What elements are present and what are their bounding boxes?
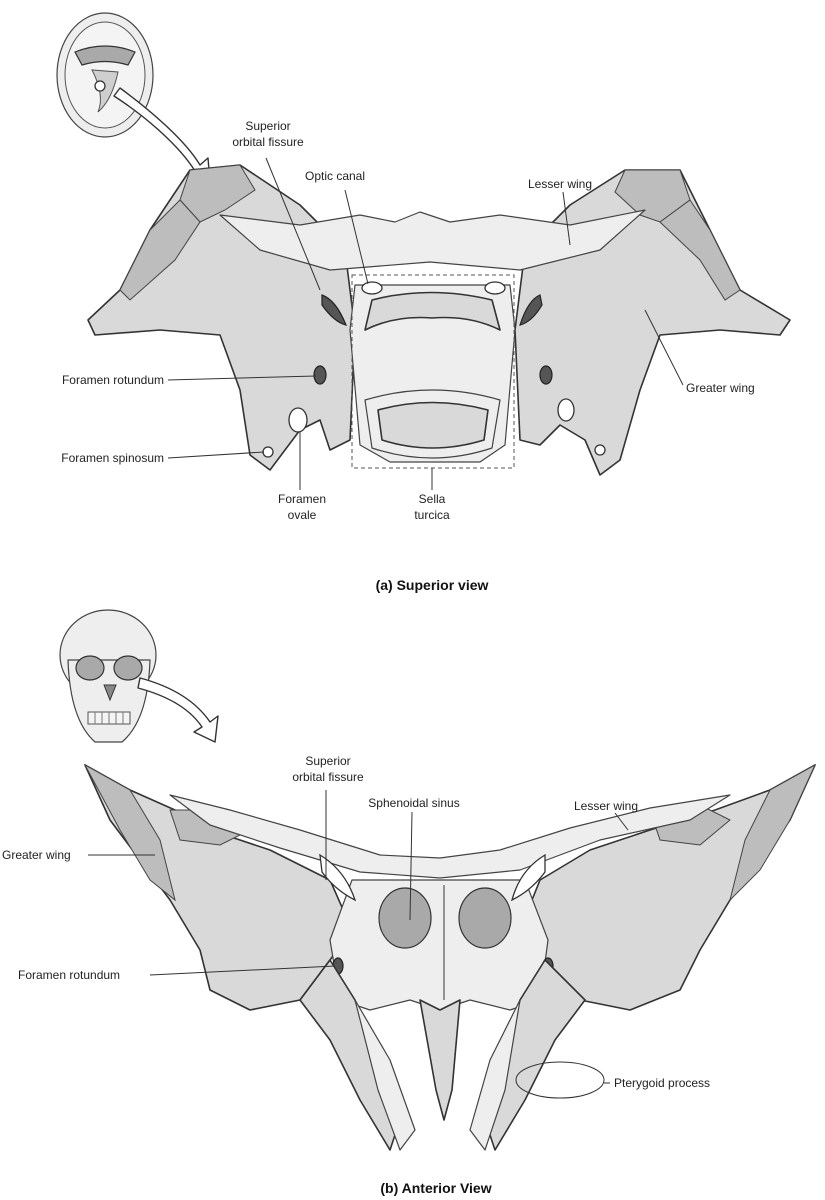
superior-view: Superior orbital fissure Optic canal Les… xyxy=(56,12,791,593)
label-foramen-rotundum-b: Foramen rotundum xyxy=(18,968,120,982)
label-greater-wing-b: Greater wing xyxy=(2,848,71,862)
label-pterygoid-process-b: Pterygoid process xyxy=(614,1076,710,1090)
label-lesser-wing-b: Lesser wing xyxy=(574,799,638,813)
sphenoid-superior xyxy=(87,164,791,476)
label-sella-turcica-a: Sella xyxy=(419,492,446,506)
label-sella-turcica-a-2: turcica xyxy=(414,508,450,522)
label-superior-orbital-fissure-b-2: orbital fissure xyxy=(292,770,364,784)
label-optic-canal-a: Optic canal xyxy=(305,169,365,183)
skull-anterior-thumbnail xyxy=(59,609,157,743)
label-foramen-rotundum-a: Foramen rotundum xyxy=(62,373,164,387)
label-foramen-ovale-a: Foramen xyxy=(278,492,326,506)
anterior-view: Superior orbital fissure Sphenoidal sinu… xyxy=(2,609,817,1196)
label-foramen-ovale-a-2: ovale xyxy=(288,508,317,522)
label-foramen-spinosum-a: Foramen spinosum xyxy=(61,451,164,465)
sphenoid-anterior xyxy=(83,763,817,1151)
view-arrow-anterior xyxy=(137,677,219,743)
skull-superior-thumbnail xyxy=(56,12,154,138)
label-lesser-wing-a: Lesser wing xyxy=(528,177,592,191)
label-superior-orbital-fissure-a-2: orbital fissure xyxy=(232,135,304,149)
label-sphenoidal-sinus-b: Sphenoidal sinus xyxy=(368,796,459,810)
caption-superior-view: (a) Superior view xyxy=(376,577,489,593)
label-superior-orbital-fissure-a: Superior xyxy=(245,119,290,133)
caption-anterior-view: (b) Anterior View xyxy=(380,1180,491,1196)
label-superior-orbital-fissure-b: Superior xyxy=(305,754,350,768)
view-arrow-superior xyxy=(113,87,211,183)
label-greater-wing-a: Greater wing xyxy=(686,381,755,395)
